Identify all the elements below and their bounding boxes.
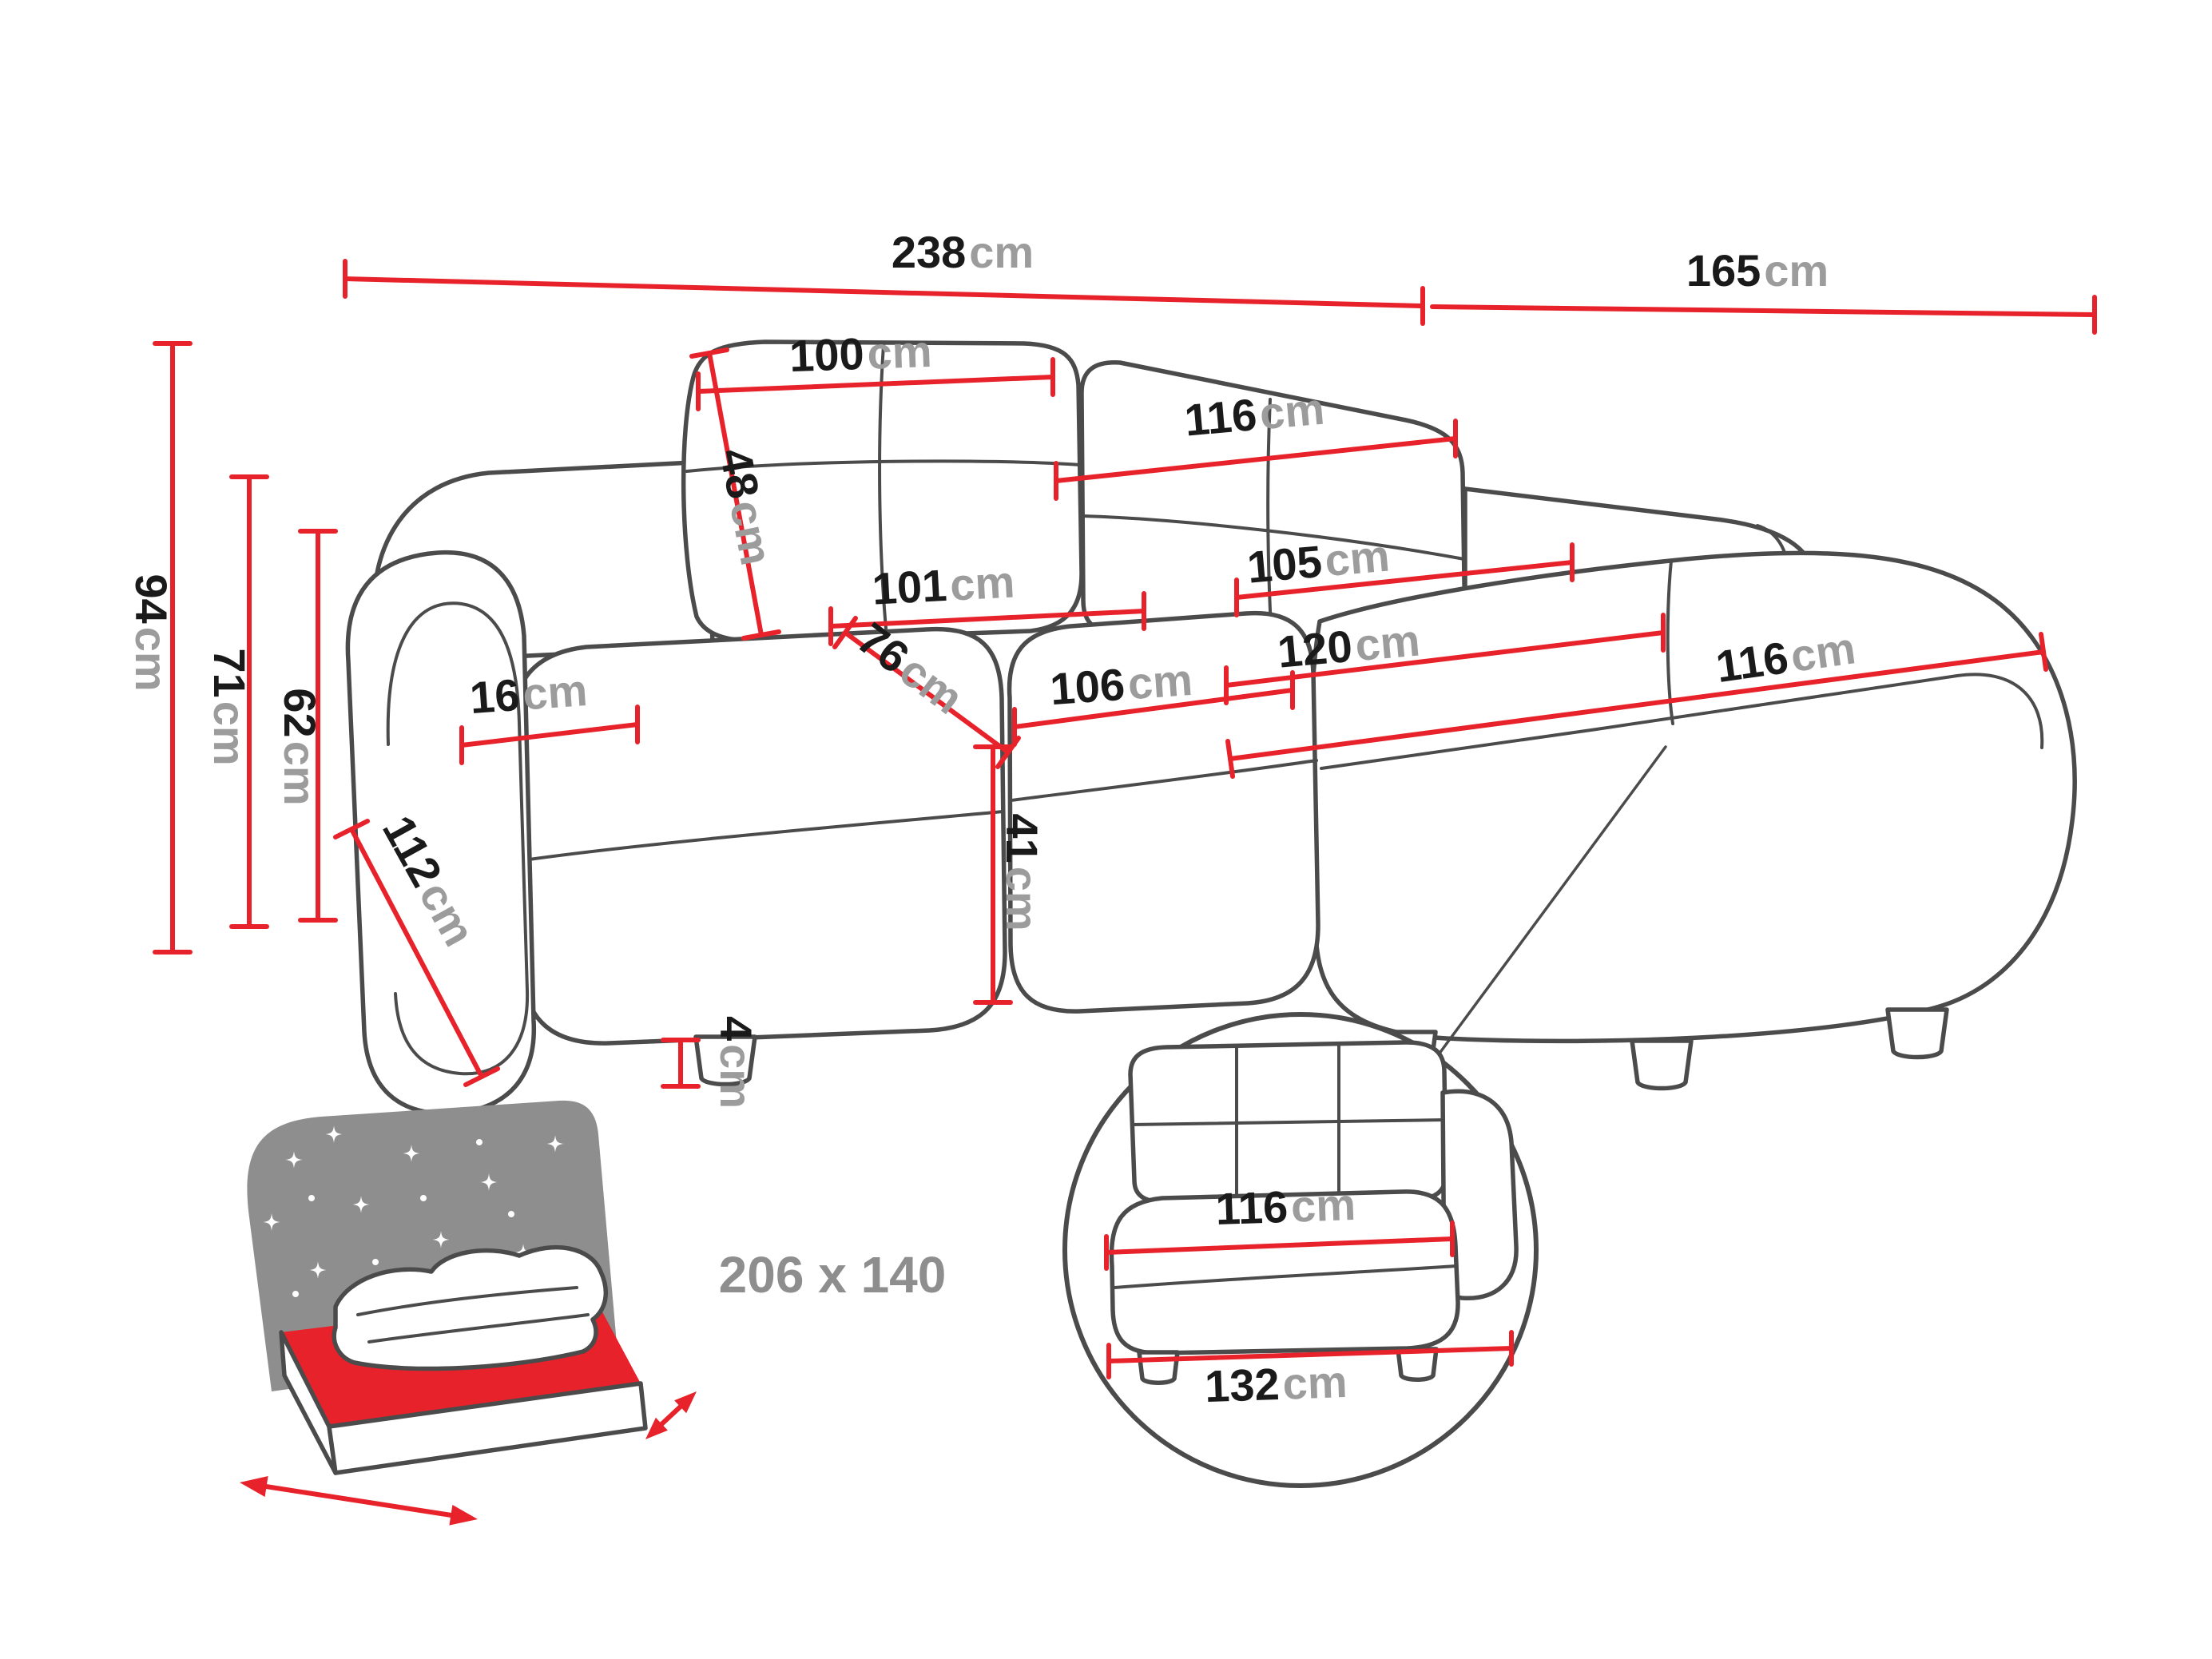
label-chaise-width: 120cm — [1276, 614, 1422, 677]
dim-line-back-height — [229, 474, 269, 929]
dim-line-arm-height — [298, 529, 338, 923]
label-seat-height: 41cm — [997, 813, 1047, 931]
label-total-height: 94cm — [126, 574, 177, 691]
bed-duvet-fold — [367, 1313, 590, 1343]
chaise-body — [1306, 550, 2077, 1044]
dim-line-chaise-length — [1225, 632, 2048, 779]
label-arm-height: 62cm — [275, 688, 325, 805]
dim-line-back-left-width — [696, 357, 1055, 411]
dimension-lines — [153, 259, 2097, 1089]
dim-line-seat-mid-width — [1012, 670, 1295, 747]
seat-right-cushion — [1007, 610, 1320, 1014]
dim-line-seat-right-width — [1234, 542, 1575, 617]
mini-leg — [1396, 1347, 1439, 1382]
label-seat-right-width: 105cm — [1245, 530, 1392, 592]
bed-icon: 206 x 140 — [240, 1100, 947, 1526]
leg — [1630, 1038, 1694, 1091]
seat-left-edge-seam — [516, 810, 1005, 863]
label-seat-mid-width: 106cm — [1048, 654, 1193, 714]
label-back-left-width: 100cm — [788, 326, 932, 381]
dim-line-back-right-width — [1054, 419, 1458, 501]
label-detail-total-width: 132cm — [1204, 1356, 1348, 1411]
armrest-left-inner-seam — [386, 601, 530, 1076]
dim-line-total-width — [343, 259, 1425, 326]
dim-line-detail-132 — [1106, 1330, 1514, 1379]
label-detail-seat-width: 116cm — [1215, 1179, 1356, 1234]
detail-circle-icon: 116cm 132cm — [1062, 1012, 1539, 1488]
bed-mattress-front — [327, 1381, 648, 1475]
chaise-front-edge-seam — [1320, 673, 2044, 770]
backrest-left-seam-horizontal — [685, 459, 1082, 473]
dim-line-arm-depth — [333, 819, 500, 1087]
bed-duvet-fold — [356, 1286, 578, 1316]
leg — [693, 1034, 757, 1087]
mini-armrest — [1440, 1089, 1519, 1300]
detail-leader-line — [1435, 745, 1667, 1059]
detail-mini-sofa — [1109, 1040, 1519, 1385]
dim-line-seat-left-width — [828, 591, 1146, 646]
seat-right-edge-seam — [1010, 759, 1318, 802]
mini-backrest-seam — [1130, 1118, 1447, 1126]
label-leg-height: 4cm — [711, 1016, 761, 1109]
label-total-depth: 165cm — [1686, 245, 1829, 296]
dim-line-arm-width — [459, 704, 640, 765]
dim-line-total-depth — [1430, 295, 2097, 335]
label-arm-width: 16cm — [468, 665, 589, 723]
chaise-seam-vertical — [1666, 559, 1674, 725]
label-sleeping-area: 206 x 140 — [719, 1246, 947, 1304]
label-chaise-length: 116cm — [1713, 622, 1858, 692]
mini-seat-seam — [1113, 1264, 1458, 1289]
detail-dimension-lines — [1104, 1220, 1514, 1379]
label-total-width: 238cm — [892, 227, 1034, 277]
mini-seat — [1109, 1189, 1460, 1355]
backrest-right-seam-horizontal — [1082, 514, 1466, 561]
label-seat-left-width: 101cm — [871, 556, 1015, 613]
label-back-height: 71cm — [205, 648, 255, 765]
dim-line-total-height — [153, 341, 193, 955]
label-back-cushion-height: 48cm — [710, 444, 782, 570]
dim-line-seat-height — [973, 744, 1013, 1005]
dim-line-back-cushion-height — [689, 347, 781, 641]
leg — [1885, 1007, 1949, 1060]
dim-line-leg-height — [661, 1038, 701, 1089]
armrest-left — [345, 550, 537, 1116]
label-back-right-width: 116cm — [1182, 383, 1326, 446]
unfold-arrow-icons — [240, 1391, 697, 1526]
dim-line-detail-116 — [1104, 1220, 1455, 1271]
